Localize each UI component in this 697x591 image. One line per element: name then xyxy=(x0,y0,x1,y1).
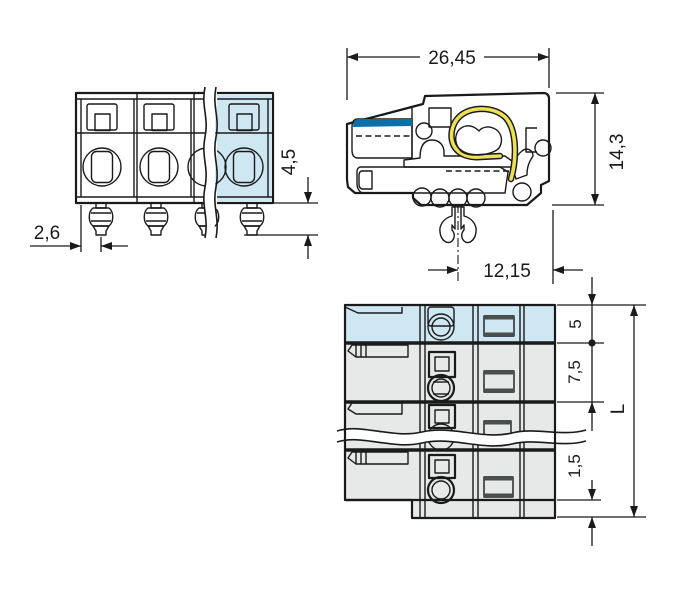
bottom-view: 5 7,5 1,5 L xyxy=(336,277,646,546)
dim-bottom-total-length: L xyxy=(557,304,646,518)
bottom-row4-content xyxy=(347,451,514,505)
side-clamping-spring xyxy=(448,105,519,183)
dim-bottom-step: 1,5 xyxy=(557,454,601,546)
dim-side-width: 26,45 xyxy=(346,48,550,100)
bottom-section-walls xyxy=(419,305,525,517)
dim-bottom-row-first-label: 5 xyxy=(566,319,585,328)
dim-side-foot-offset-label: 12,15 xyxy=(483,261,531,282)
front-push-buttons xyxy=(86,103,260,132)
dim-front-pin-length-label: 4,5 xyxy=(279,149,300,175)
dim-bottom-row-pitch: 5 7,5 xyxy=(557,277,604,431)
front-wire-entries xyxy=(82,147,264,187)
bottom-break-lines xyxy=(336,427,587,447)
dim-front-pin-offset-label: 2,6 xyxy=(34,223,60,244)
side-housing xyxy=(345,91,551,207)
dim-bottom-total-length-label: L xyxy=(608,404,629,415)
side-push-button xyxy=(351,118,413,159)
dim-bottom-row-pitch-label: 7,5 xyxy=(565,360,584,384)
bottom-body-border xyxy=(343,303,557,520)
dim-front-pin-offset: 2,6 xyxy=(30,205,128,252)
front-housing xyxy=(74,91,275,205)
dim-side-height-label: 14,3 xyxy=(607,134,628,171)
dim-bottom-step-label: 1,5 xyxy=(565,454,584,478)
front-break-lines xyxy=(203,86,218,239)
bottom-row1-content xyxy=(344,306,515,341)
front-solder-pins xyxy=(88,202,265,236)
dim-side-foot-offset: 12,15 xyxy=(428,210,583,284)
side-view: 26,45 14,3 12,15 xyxy=(345,48,628,284)
side-test-opening xyxy=(415,122,433,140)
dim-front-pin-length: 4,5 xyxy=(244,149,318,259)
side-busbar xyxy=(356,139,534,194)
dim-side-width-label: 26,45 xyxy=(428,48,476,69)
bottom-step xyxy=(412,500,555,518)
side-operating-slot xyxy=(428,107,452,128)
side-snap-foot xyxy=(439,204,477,284)
front-view: 4,5 2,6 xyxy=(30,86,318,259)
dim-side-height: 14,3 xyxy=(552,92,628,206)
